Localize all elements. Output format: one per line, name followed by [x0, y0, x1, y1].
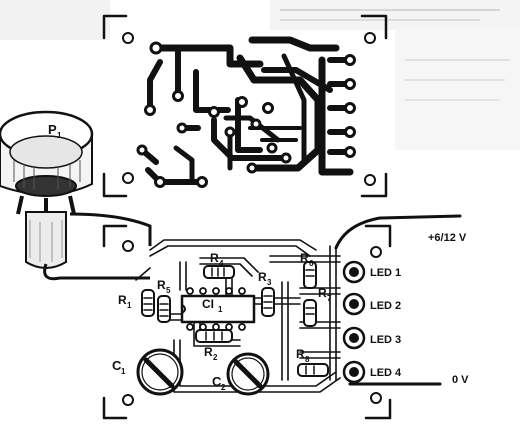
- ground-label: 0 V: [452, 374, 469, 386]
- led1-label: LED 1: [370, 267, 401, 279]
- r3-subscript: 3: [267, 278, 272, 287]
- r8-label: R: [296, 347, 305, 361]
- r2-label: R: [204, 345, 213, 359]
- r6-subscript: 6: [309, 259, 314, 268]
- led4-label: LED 4: [370, 367, 402, 379]
- led3-label: LED 3: [370, 334, 401, 346]
- bottom-pcb-component-side: [102, 214, 462, 420]
- c1-subscript: 1: [121, 367, 126, 376]
- background-bleed-text: [0, 0, 520, 150]
- component-labels: +6/12 V 0 V LED 1 LED 2 LED 3 LED 4 R 1 …: [112, 232, 469, 392]
- r4-label: R: [210, 251, 219, 265]
- supply-label: +6/12 V: [428, 232, 467, 244]
- p1-subscript: 1: [57, 131, 62, 140]
- r5-label: R: [157, 278, 166, 292]
- r3-label: R: [258, 270, 267, 284]
- r4-subscript: 4: [219, 259, 224, 268]
- p1-label: P: [48, 122, 57, 137]
- r7-label: R: [318, 286, 327, 300]
- r1-subscript: 1: [127, 301, 132, 310]
- top-pcb-copper-side: [102, 14, 388, 198]
- r6-label: R: [300, 251, 309, 265]
- r1-label: R: [118, 293, 127, 307]
- r2-subscript: 2: [213, 353, 218, 362]
- r8-subscript: 8: [305, 355, 310, 364]
- c1-label: C: [112, 358, 122, 373]
- led2-label: LED 2: [370, 300, 401, 312]
- ci1-label: CI: [202, 297, 214, 311]
- r7-subscript: 7: [327, 294, 332, 303]
- ci1-subscript: 1: [218, 305, 223, 314]
- c2-label: C: [212, 374, 222, 389]
- c2-subscript: 2: [221, 383, 226, 392]
- r5-subscript: 5: [166, 286, 171, 295]
- potentiometer-p1: P 1: [0, 110, 152, 281]
